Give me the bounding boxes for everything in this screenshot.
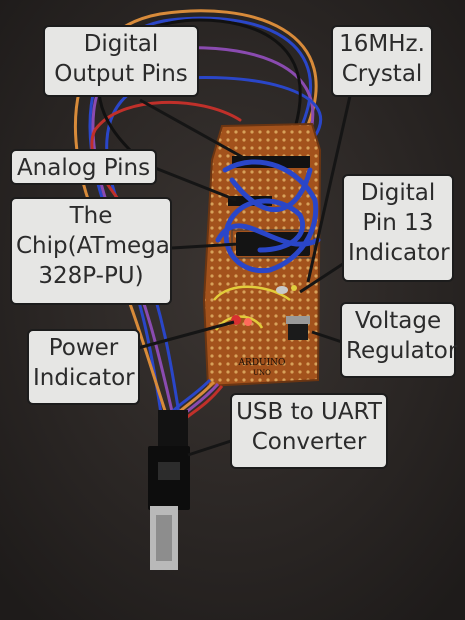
blue-wiring: [215, 159, 321, 274]
crystal-component: [276, 286, 288, 294]
board-marking-line1: ARDUINO: [238, 358, 286, 368]
label-digital-pin-13: Digital Pin 13 Indicator: [342, 174, 454, 282]
label-analog-pins: Analog Pins: [10, 149, 157, 185]
label-digital-output-pins: Digital Output Pins: [43, 25, 199, 97]
atmega-chip: [236, 232, 310, 256]
perfboard: ARDUINO UNO: [202, 122, 322, 388]
pin13-led: [291, 285, 297, 291]
board-marking-line2: UNO: [253, 369, 271, 377]
label-the-chip: The Chip(ATmega 328P-PU): [10, 197, 172, 305]
label-power-indicator: Power Indicator: [27, 329, 140, 405]
usb-uart-board: [148, 410, 190, 570]
label-voltage-regulator: Voltage Regulator: [340, 302, 457, 378]
label-crystal: 16MHz. Crystal: [331, 25, 433, 97]
voltage-regulator-component: [288, 322, 308, 340]
label-usb-uart-converter: USB to UART Converter: [230, 393, 388, 469]
leader-lines: [137, 95, 353, 457]
